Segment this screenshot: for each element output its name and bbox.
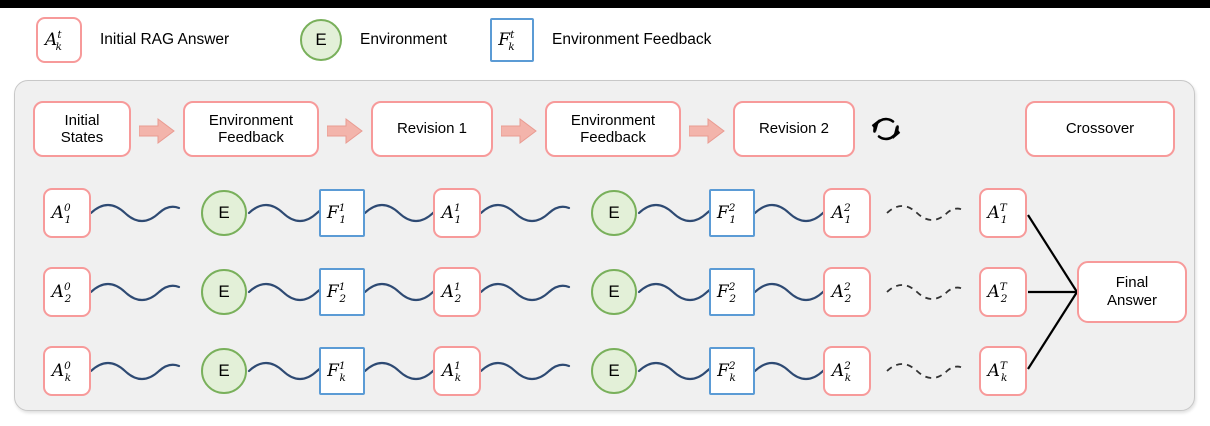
stage-revision-2[interactable]: Revision 2 xyxy=(733,101,855,157)
legend-item-environment-feedback: Ftk Environment Feedback xyxy=(490,8,711,72)
legend: Atk Initial RAG Answer E Environment Ftk… xyxy=(0,8,1210,72)
node-environment-2-row2-symbol: E xyxy=(608,282,620,301)
fat-right-arrow-icon-3 xyxy=(501,118,537,144)
node-a-0-row2[interactable]: A02 xyxy=(43,267,91,317)
node-a-0-row1-symbol: A01 xyxy=(51,201,72,226)
node-f-2-row2[interactable]: F22 xyxy=(709,268,755,316)
stage-crossover[interactable]: Crossover xyxy=(1025,101,1175,157)
node-a-0-rowk[interactable]: A0k xyxy=(43,346,91,396)
legend-label-environment: Environment xyxy=(360,31,448,48)
fat-right-arrow-icon-4 xyxy=(689,118,725,144)
node-a-T-rowk[interactable]: ATk xyxy=(979,346,1027,396)
stage-revision-1[interactable]: Revision 1 xyxy=(371,101,493,157)
node-f-2-rowk[interactable]: F2k xyxy=(709,347,755,395)
node-a-T-row1[interactable]: AT1 xyxy=(979,188,1027,238)
legend-item-environment: E Environment xyxy=(300,8,447,72)
row2-dashed-wire xyxy=(886,284,964,300)
node-f-2-row1-symbol: F21 xyxy=(716,201,737,226)
node-a-2-row1-symbol: A21 xyxy=(831,201,852,226)
legend-answer-icon: Atk xyxy=(36,17,82,63)
node-f-1-row2[interactable]: F12 xyxy=(319,268,365,316)
legend-feedback-symbol: Ftk xyxy=(498,28,515,53)
node-a-0-row1[interactable]: A01 xyxy=(43,188,91,238)
node-f-2-rowk-symbol: F2k xyxy=(717,359,736,384)
node-a-T-rowk-symbol: ATk xyxy=(987,359,1008,384)
convergence-lines xyxy=(1027,214,1078,370)
node-a-1-rowk[interactable]: A1k xyxy=(433,346,481,396)
legend-label-environment-feedback: Environment Feedback xyxy=(552,31,712,48)
node-a-T-row2[interactable]: AT2 xyxy=(979,267,1027,317)
node-a-1-rowk-symbol: A1k xyxy=(441,359,462,384)
legend-label-initial-rag-answer: Initial RAG Answer xyxy=(100,31,230,48)
legend-feedback-icon: Ftk xyxy=(490,18,534,62)
stage-revision-1-label: Revision 1 xyxy=(396,120,468,138)
fat-right-arrow-icon-2 xyxy=(327,118,363,144)
node-environment-2-rowk-symbol: E xyxy=(608,361,620,380)
node-f-2-row1[interactable]: F21 xyxy=(709,189,755,237)
legend-environment-symbol: E xyxy=(315,30,327,49)
node-f-1-row1[interactable]: F11 xyxy=(319,189,365,237)
node-a-1-row1[interactable]: A11 xyxy=(433,188,481,238)
node-f-1-rowk[interactable]: F1k xyxy=(319,347,365,395)
node-a-0-row2-symbol: A02 xyxy=(51,280,72,305)
legend-item-initial-rag-answer: Atk Initial RAG Answer xyxy=(36,8,229,72)
node-final-answer-line1: Final xyxy=(1115,274,1149,291)
node-f-1-row2-symbol: F12 xyxy=(326,280,347,305)
stage-crossover-label: Crossover xyxy=(1065,120,1135,138)
row3-dashed-wire xyxy=(886,363,964,379)
node-a-2-row2-symbol: A22 xyxy=(831,280,852,305)
node-environment-1-row2[interactable]: E xyxy=(201,269,247,315)
node-f-1-rowk-symbol: F1k xyxy=(327,359,346,384)
row1-dashed-wire xyxy=(886,205,964,221)
top-black-bar xyxy=(0,0,1210,8)
node-environment-1-rowk-symbol: E xyxy=(218,361,230,380)
node-environment-1-rowk[interactable]: E xyxy=(201,348,247,394)
stage-revision-2-label: Revision 2 xyxy=(758,120,830,138)
node-environment-1-row2-symbol: E xyxy=(218,282,230,301)
node-f-1-row1-symbol: F11 xyxy=(326,201,347,226)
node-final-answer-line2: Answer xyxy=(1106,292,1158,309)
node-a-T-row1-symbol: AT1 xyxy=(987,201,1008,226)
node-a-T-row2-symbol: AT2 xyxy=(987,280,1008,305)
node-a-2-rowk-symbol: A2k xyxy=(831,359,852,384)
legend-environment-icon: E xyxy=(300,19,342,61)
node-a-1-row1-symbol: A11 xyxy=(441,201,462,226)
node-f-2-row2-symbol: F22 xyxy=(716,280,737,305)
node-environment-2-row1[interactable]: E xyxy=(591,190,637,236)
fat-right-arrow-icon-1 xyxy=(139,118,175,144)
node-environment-2-row1-symbol: E xyxy=(608,203,620,222)
refresh-loop-icon xyxy=(871,117,901,141)
node-environment-1-row1[interactable]: E xyxy=(201,190,247,236)
node-environment-2-rowk[interactable]: E xyxy=(591,348,637,394)
node-a-2-row1[interactable]: A21 xyxy=(823,188,871,238)
node-a-1-row2[interactable]: A12 xyxy=(433,267,481,317)
node-final-answer[interactable]: Final Answer xyxy=(1077,261,1187,323)
node-a-1-row2-symbol: A12 xyxy=(441,280,462,305)
node-environment-1-row1-symbol: E xyxy=(218,203,230,222)
node-environment-2-row2[interactable]: E xyxy=(591,269,637,315)
legend-answer-symbol: Atk xyxy=(45,28,62,53)
node-a-2-rowk[interactable]: A2k xyxy=(823,346,871,396)
node-a-2-row2[interactable]: A22 xyxy=(823,267,871,317)
node-a-0-rowk-symbol: A0k xyxy=(51,359,72,384)
